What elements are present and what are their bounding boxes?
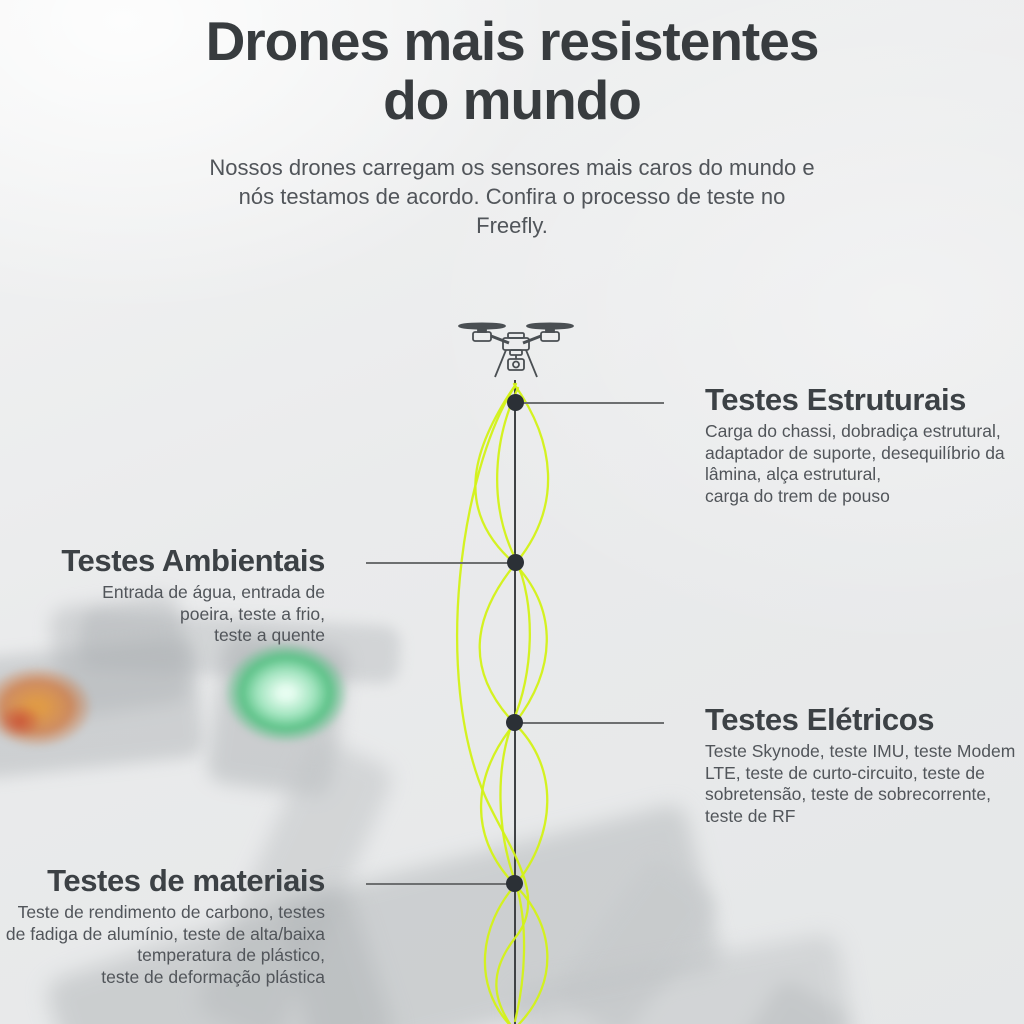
test-description: Entrada de água, entrada de poeira, test… [102,582,325,646]
test-description: Teste de rendimento de carbono, testes d… [5,902,325,987]
test-dot-ambientais [507,554,524,571]
test-dot-materiais [506,875,523,892]
connector-line-materiais [366,883,512,885]
test-dot-eletricos [506,714,523,731]
bg-nav-light-red [0,698,50,744]
page-title: Drones mais resistentes do mundo [205,10,820,131]
test-dot-estruturais [507,394,524,411]
test-block-ambientais: Testes Ambientais Entrada de água, entra… [0,543,325,647]
test-block-estruturais: Testes Estruturais Carga do chassi, dobr… [705,382,1024,507]
test-title: Testes Ambientais [61,543,325,578]
test-title: Testes de materiais [47,863,325,898]
connector-line-eletricos [517,722,664,724]
test-block-materiais: Testes de materiais Teste de rendimento … [0,863,326,988]
test-title: Testes Estruturais [705,382,966,417]
test-description: Teste Skynode, teste IMU, teste Modem LT… [705,741,1016,826]
squiggle-lines [455,382,550,1024]
test-description: Carga do chassi, dobradiça estrutural, a… [705,421,1005,506]
drone-icon [458,322,574,378]
test-title: Testes Elétricos [705,702,935,737]
page-subtitle: Nossos drones carregam os sensores mais … [209,155,815,238]
diagram-spine-line [514,380,516,1024]
test-block-eletricos: Testes Elétricos Teste Skynode, teste IM… [705,702,1024,827]
connector-line-ambientais [366,562,512,564]
bg-nav-light-green [206,628,366,758]
connector-line-estruturais [517,402,664,404]
